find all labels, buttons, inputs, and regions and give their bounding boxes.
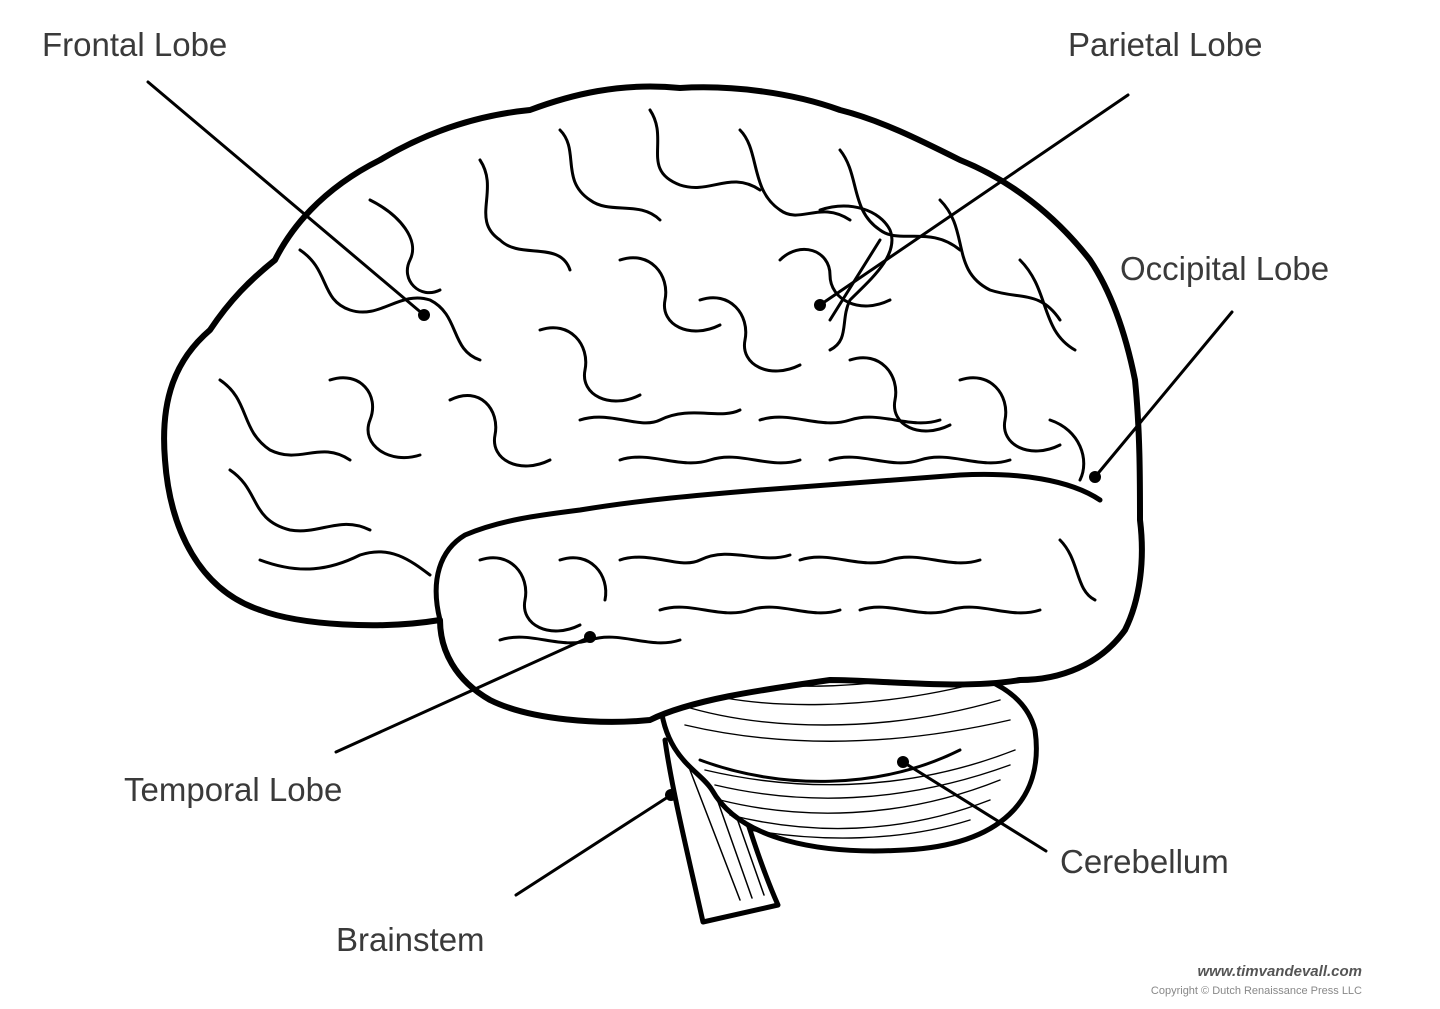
credit-url: www.timvandevall.com [1197,963,1363,980]
parietal-dot [814,299,826,311]
credit-copyright: Copyright © Dutch Renaissance Press LLC [1150,985,1362,997]
brainstem-dot [665,789,677,801]
frontal-lobe-label: Frontal Lobe [42,26,228,63]
parietal-lobe-label: Parietal Lobe [1068,26,1263,63]
cerebellum-dot [897,756,909,768]
occipital-leader [1093,310,1234,479]
frontal-dot [418,309,430,321]
brainstem-leader [514,793,673,897]
occipital-lobe-label: Occipital Lobe [1120,250,1330,287]
leader-lines [146,80,1234,897]
temporal-lobe-label: Temporal Lobe [124,771,343,808]
cerebrum-outline [161,83,1145,725]
temporal-dot [584,631,596,643]
parietal-leader [818,93,1130,307]
temporal-leader [334,635,592,754]
frontal-leader [146,80,426,317]
brainstem-label: Brainstem [336,921,485,958]
occipital-dot [1089,471,1101,483]
cerebellum-leader [901,760,1048,853]
cerebellum-label: Cerebellum [1060,843,1229,880]
temporal-lobe-outline [433,471,1103,623]
